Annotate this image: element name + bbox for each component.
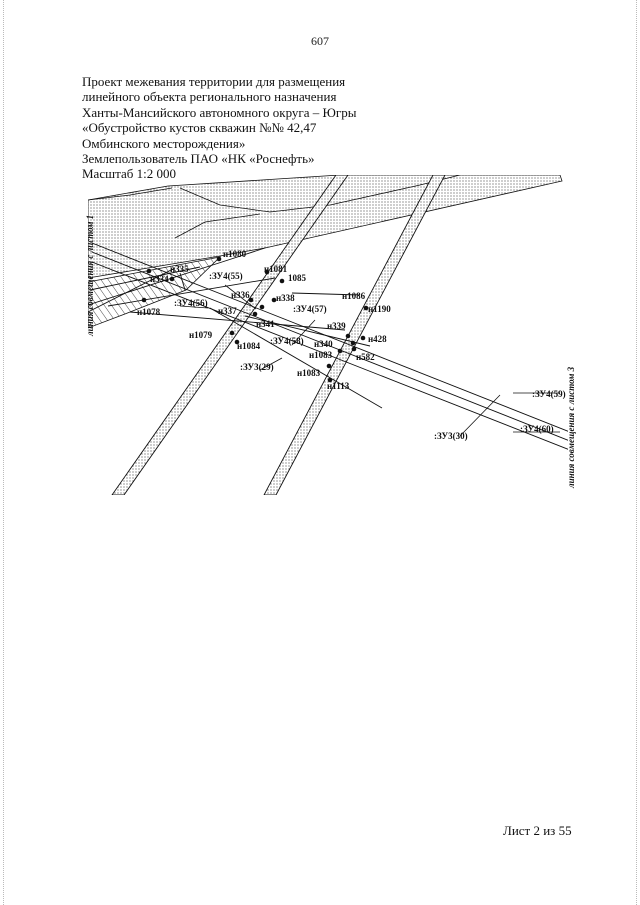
- parcel-label: :ЗУ4(56): [174, 298, 208, 308]
- title-block: Проект межевания территории для размещен…: [82, 74, 422, 182]
- hatched-area: [88, 256, 222, 329]
- point-label: н1081: [264, 264, 288, 274]
- map-graphics: [88, 175, 568, 495]
- point-label: н339: [327, 321, 346, 331]
- contour-line: [179, 175, 461, 213]
- point-label: н1086: [342, 291, 366, 301]
- right-alignment-label: линия совмещения с листом 3: [566, 366, 576, 489]
- scale-line: Масштаб 1:2 000: [82, 166, 176, 182]
- road-corridor-left: [111, 175, 349, 495]
- point-label: н1190: [368, 304, 391, 314]
- left-alignment-label: линия совмещения с листом 1: [85, 215, 95, 337]
- parcel-label: :ЗУ4(59): [532, 389, 566, 399]
- point-label: н334: [150, 274, 169, 284]
- leader-lines: [179, 284, 560, 437]
- contour-line: [174, 213, 261, 239]
- point-label: н335: [170, 264, 189, 274]
- sheet-number: Лист 2 из 55: [503, 823, 572, 838]
- right-page-edge: [636, 0, 637, 905]
- parcel-label: :ЗУ4(55): [209, 271, 243, 281]
- parcel-label: :ЗУ4(58): [270, 336, 304, 346]
- title-line: «Обустройство кустов скважин №№ 42,47: [82, 120, 317, 136]
- left-page-edge: [3, 0, 4, 905]
- land-user-line: Землепользователь ПАО «НК «Роснефть»: [82, 151, 315, 167]
- point-label: н338: [276, 293, 295, 303]
- page-number: 607: [311, 34, 329, 48]
- point-label: н582: [356, 352, 375, 362]
- point-label: н336: [231, 290, 250, 300]
- point-label: н1084: [237, 341, 261, 351]
- point-label: н1078: [137, 307, 161, 317]
- point-label: н340: [314, 339, 333, 349]
- territory-area: [88, 175, 563, 279]
- point-label: н337: [218, 306, 237, 316]
- point-label: н1083: [297, 368, 321, 378]
- parcel-label: :ЗУ4(60): [520, 424, 554, 434]
- corridor-lines: [88, 242, 568, 450]
- point-label: н1080: [223, 249, 247, 259]
- road-corridor-right: [263, 175, 446, 495]
- point-label: н428: [368, 334, 387, 344]
- point-label: н341: [256, 319, 275, 329]
- point-label: н1079: [189, 330, 213, 340]
- title-line: линейного объекта регионального назначен…: [82, 89, 337, 105]
- parcel-label: :ЗУ4(57): [293, 304, 327, 314]
- parcel-label: :ЗУ3(30): [434, 431, 468, 441]
- boundary-points: [141, 256, 369, 383]
- title-line: Проект межевания территории для размещен…: [82, 74, 346, 89]
- parcel-label: :ЗУ3(29): [240, 362, 274, 372]
- point-label: н1083: [309, 350, 333, 360]
- point-label: 1085: [288, 273, 307, 283]
- title-line: Омбинского месторождения»: [82, 135, 246, 151]
- title-line: Ханты-Мансийского автономного округа – Ю…: [82, 104, 357, 120]
- point-label: н1113: [327, 381, 350, 391]
- contour-line: [88, 187, 173, 201]
